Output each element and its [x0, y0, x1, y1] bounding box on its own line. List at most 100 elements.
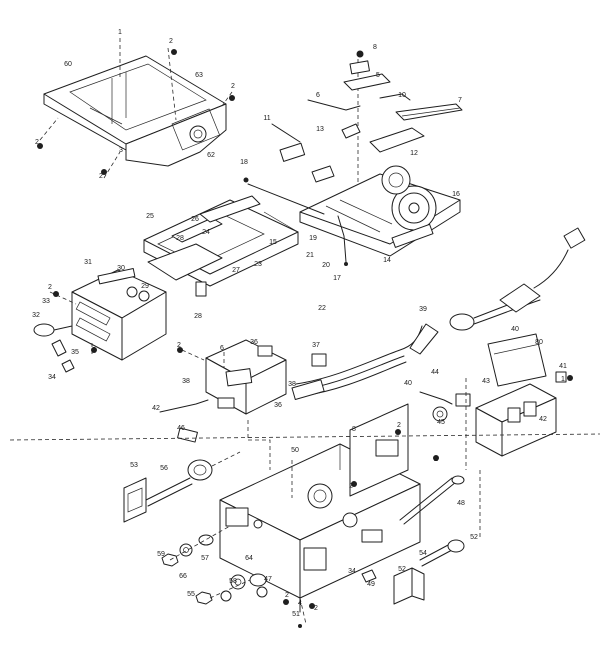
- callout-label: 10: [398, 92, 406, 99]
- callout-label: 48: [457, 500, 465, 507]
- callout-label: 52: [398, 566, 406, 573]
- power-cord-and-plug: [449, 227, 586, 387]
- top-cover-plate: [39, 38, 233, 179]
- callout-label: 46: [177, 425, 185, 432]
- callout-label: 3: [119, 147, 123, 154]
- callout-label: 47: [264, 576, 272, 583]
- callout-label: 53: [130, 462, 138, 469]
- callout-label: 26: [191, 216, 199, 223]
- callout-label: 38: [182, 378, 190, 385]
- washers-and-nuts: [161, 525, 268, 605]
- callout-label: 21: [306, 252, 314, 259]
- callout-label: 2: [231, 83, 235, 90]
- callout-label: 23: [254, 261, 262, 268]
- callout-label: 39: [419, 306, 427, 313]
- callout-label: 45: [437, 419, 445, 426]
- horizontal-guide-line: [9, 433, 601, 441]
- callout-label: 38: [288, 381, 296, 388]
- callout-label: 28: [194, 313, 202, 320]
- display-window-bezel: [143, 195, 299, 297]
- callout-label: 58: [229, 578, 237, 585]
- callout-label: 41: [559, 363, 567, 370]
- callout-label: 80: [535, 339, 543, 346]
- callout-label: 2: [177, 342, 181, 349]
- callout-label: 49: [367, 581, 375, 588]
- callout-label: 5: [376, 72, 380, 79]
- callout-label: 34: [48, 374, 56, 381]
- tape-mechanism-assembly: [247, 52, 463, 266]
- callout-label: 42: [152, 405, 160, 412]
- callout-label: 34: [348, 568, 356, 575]
- callout-label: 24: [202, 229, 210, 236]
- knob-shaft-assembly: [123, 451, 241, 523]
- volume-shaft-assembly: [361, 475, 465, 605]
- callout-label: 14: [383, 257, 391, 264]
- callout-label: 33: [42, 298, 50, 305]
- callout-label: 2: [99, 173, 103, 180]
- switch-board-assembly: [159, 339, 287, 443]
- callout-label: 1: [118, 29, 122, 36]
- callout-label: 60: [64, 61, 72, 68]
- callout-label: 15: [269, 239, 277, 246]
- callout-label: 2: [169, 38, 173, 45]
- callout-label: 2: [48, 284, 52, 291]
- callout-label: 6: [316, 92, 320, 99]
- callout-label: 2: [92, 347, 96, 354]
- callout-label: 4: [298, 600, 302, 607]
- callout-label: 6: [220, 345, 224, 352]
- callout-label: 51: [292, 611, 300, 618]
- callout-label: 30: [117, 265, 125, 272]
- callout-label: 37: [312, 342, 320, 349]
- callout-label: 44: [431, 369, 439, 376]
- callout-label: 25: [146, 213, 154, 220]
- callout-label: 62: [207, 152, 215, 159]
- callout-label: 2: [397, 422, 401, 429]
- connector-block-assembly: [419, 371, 567, 540]
- callout-label: 11: [263, 115, 270, 122]
- callout-label: 13: [316, 126, 324, 133]
- callout-label: 18: [240, 159, 248, 166]
- callout-label: 66: [179, 573, 187, 580]
- callout-label: 52: [470, 534, 478, 541]
- screws: [37, 49, 573, 628]
- callout-label: 57: [201, 555, 209, 562]
- callout-label: 8: [373, 44, 377, 51]
- front-panel-assembly: [33, 268, 167, 373]
- callout-label: 17: [333, 275, 341, 282]
- callout-label: 29: [141, 283, 149, 290]
- callout-label: 2: [434, 456, 438, 463]
- callout-label: 22: [318, 305, 326, 312]
- callout-label: 59: [157, 551, 165, 558]
- callout-label: 12: [410, 150, 418, 157]
- callout-label: 8: [352, 426, 356, 433]
- main-chassis: [219, 403, 421, 625]
- callout-label: 19: [309, 235, 317, 242]
- callout-label: 16: [452, 191, 460, 198]
- wire-harness: [291, 323, 439, 401]
- callout-label: 20: [322, 262, 330, 269]
- callout-label: 54: [419, 550, 427, 557]
- callout-label: 55: [187, 591, 195, 598]
- callout-label: 43: [482, 378, 490, 385]
- callout-label: 40: [404, 380, 412, 387]
- callout-label: 50: [291, 447, 299, 454]
- callout-label: 2: [35, 139, 39, 146]
- callout-label: 63: [195, 72, 203, 79]
- callout-label: 56: [160, 465, 168, 472]
- callout-label: 32: [32, 312, 40, 319]
- callout-label: 31: [84, 259, 92, 266]
- callout-label: 35: [71, 349, 79, 356]
- callout-label: 2: [285, 592, 289, 599]
- callout-label: 42: [539, 416, 547, 423]
- callout-label: 1: [561, 376, 565, 383]
- callout-label: 40: [511, 326, 519, 333]
- callout-label: 64: [245, 555, 253, 562]
- callout-label: 7: [458, 97, 462, 104]
- callout-label: 28: [176, 235, 184, 242]
- callout-label: 2: [314, 605, 318, 612]
- callout-label: 2: [349, 483, 353, 490]
- callout-label: 27: [232, 267, 240, 274]
- callout-label: 36: [250, 339, 258, 346]
